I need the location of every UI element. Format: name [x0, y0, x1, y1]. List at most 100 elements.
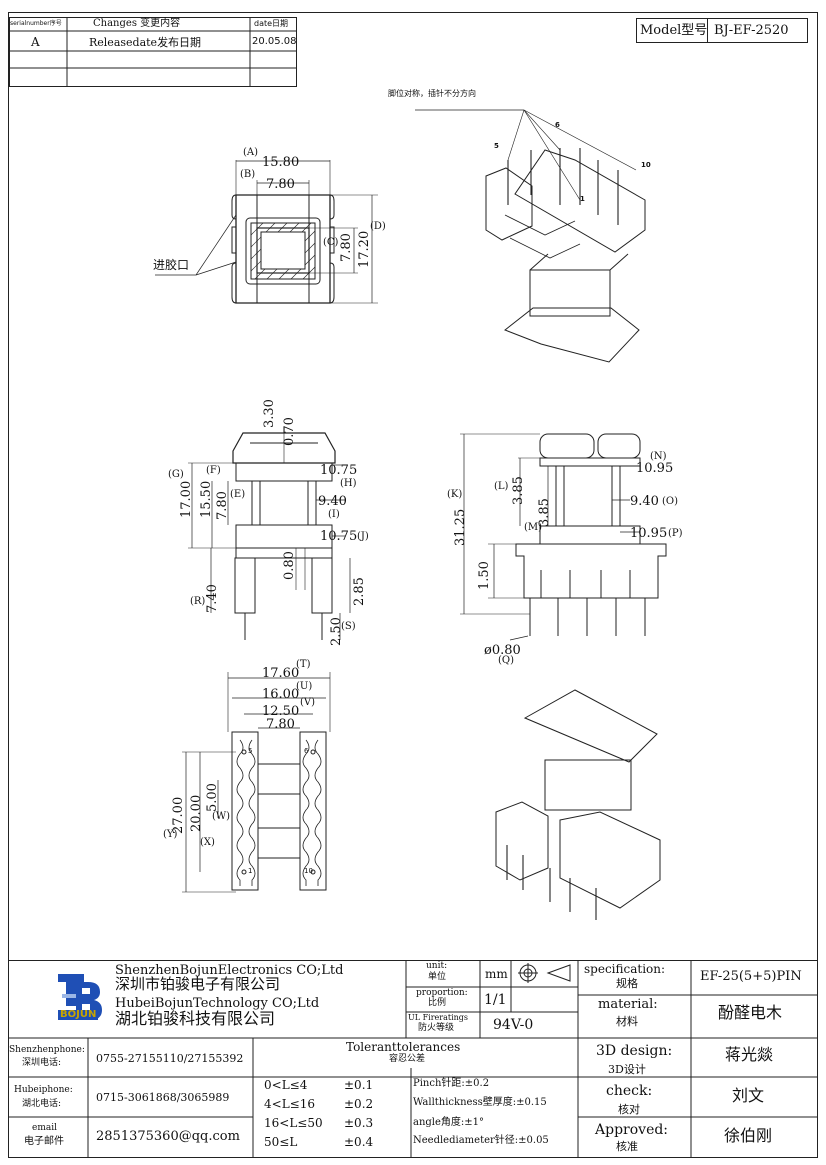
- spec-value: EF-25(5+5)PIN: [700, 969, 802, 984]
- tol-value-3: ±0.4: [344, 1135, 374, 1149]
- proportion-value: 1/1: [484, 992, 507, 1008]
- check-label-cn: 核对: [618, 1103, 640, 1116]
- approved-label-cn: 核准: [616, 1140, 638, 1153]
- material-label-cn: 材料: [616, 1015, 638, 1028]
- front-view: [188, 432, 351, 640]
- isometric-view-bottom: [495, 689, 661, 920]
- dim-7-80-front: 7.80: [215, 491, 230, 520]
- tol-pinch: Pinch针距:±0.2: [413, 1078, 490, 1089]
- bottom-view: [182, 672, 331, 893]
- dim-7-40: 7.40: [205, 584, 220, 613]
- design-label-cn: 3D设计: [608, 1063, 646, 1076]
- dim-10-75-top: 10.75: [320, 463, 358, 478]
- dim-label-I: (I): [328, 509, 340, 520]
- email-label-cn: 电子邮件: [24, 1136, 64, 1147]
- tol-range-1: 4<L≤16: [264, 1097, 315, 1111]
- ul-label: UL Fireratings: [408, 1013, 469, 1022]
- design-value: 蒋光燚: [725, 1045, 774, 1064]
- dim-15-50: 15.50: [199, 480, 214, 518]
- email-value: 2851375360@qq.com: [96, 1129, 240, 1144]
- dim-label-X: (X): [200, 837, 215, 848]
- dim-label-C: (C): [323, 237, 339, 248]
- drawing-frame: [8, 12, 818, 1158]
- dim-27-00: 27.00: [171, 796, 186, 834]
- model-value: BJ-EF-2520: [714, 23, 789, 38]
- proportion-label: proportion:: [416, 988, 468, 998]
- unit-label: unit:: [426, 961, 448, 971]
- technical-drawing: [155, 109, 667, 920]
- dim-1-50: 1.50: [477, 561, 492, 590]
- dim-20-00: 20.00: [189, 794, 204, 832]
- dim-label-H: (H): [340, 478, 357, 489]
- dim-label-O: (O): [662, 496, 679, 507]
- model-box: Model型号 BJ-EF-2520: [636, 18, 808, 43]
- sz-phone-value: 0755-27155110/27155392: [96, 1052, 244, 1065]
- title-block-grid: [8, 960, 818, 1158]
- tol-value-0: ±0.1: [344, 1078, 374, 1092]
- pin-label-5: 5: [248, 747, 253, 755]
- material-label: material:: [598, 997, 658, 1012]
- dim-label-Q: (Q): [498, 655, 515, 666]
- dim-label-V: (V): [300, 697, 316, 708]
- hb-phone-label: Hubeiphone:: [14, 1085, 73, 1095]
- dim-label-Y: (Y): [163, 829, 178, 840]
- tol-range-0: 0<L≤4: [264, 1078, 308, 1092]
- unit-label-cn: 单位: [428, 972, 447, 982]
- gate-label: 进胶口: [153, 258, 190, 272]
- approved-value: 徐伯刚: [724, 1126, 773, 1145]
- dim-label-U: (U): [296, 681, 313, 692]
- dim-label-B: (B): [240, 169, 256, 180]
- spec-label-cn: 规格: [616, 977, 638, 990]
- spec-label: specification:: [584, 962, 666, 976]
- company-cn-shenzhen: 深圳市铂骏电子有限公司: [115, 975, 281, 993]
- dim-label-T: (T): [296, 659, 311, 670]
- dim-label-L: (L): [494, 481, 509, 492]
- revision-date: 20.05.08: [252, 36, 297, 47]
- dim-label-G: (G): [168, 469, 184, 480]
- changes-header: Changes 变更内容: [93, 18, 181, 29]
- model-label: Model型号: [640, 23, 708, 38]
- dim-9-40-side: 9.40: [630, 494, 659, 509]
- company-logo: BOJUN: [58, 970, 102, 1022]
- logo-text: BOJUN: [58, 1009, 99, 1020]
- iso-pin-5: 5: [494, 142, 499, 150]
- dim-17-00: 17.00: [179, 480, 194, 518]
- pin-symmetry-note: 脚位对称，插针不分方向: [388, 89, 476, 98]
- dim-phi-0-80: ø0.80: [484, 643, 521, 658]
- dim-17-20: 17.20: [357, 230, 372, 268]
- pin-label-1: 1: [248, 867, 253, 875]
- dim-label-F: (F): [206, 465, 221, 476]
- pin-label-10: 10: [304, 867, 313, 875]
- unit-value: mm: [485, 967, 508, 981]
- title-block: BOJUN ShenzhenBojunElectronics CO;Ltd 深圳…: [8, 960, 818, 1158]
- tol-range-3: 50≤L: [264, 1135, 298, 1149]
- top-view: [155, 160, 378, 304]
- dim-0-80: 0.80: [282, 551, 297, 580]
- revision-table-grid: [9, 17, 297, 87]
- dim-label-N: (N): [650, 451, 667, 462]
- iso-pin-1: 1: [580, 195, 585, 203]
- dim-3-30: 3.30: [262, 399, 277, 428]
- dim-label-W: (W): [212, 811, 231, 822]
- dim-7-80: 7.80: [266, 177, 295, 192]
- pin-label-6: 6: [304, 747, 309, 755]
- dim-label-E: (E): [230, 489, 246, 500]
- approved-label: Approved:: [595, 1122, 669, 1138]
- check-value: 刘文: [732, 1086, 765, 1105]
- iso-pin-10: 10: [641, 161, 651, 169]
- dim-label-K: (K): [447, 489, 463, 500]
- dim-label-S: (S): [341, 621, 356, 632]
- iso-pin-6: 6: [555, 121, 560, 129]
- ul-value: 94V-0: [493, 1017, 534, 1033]
- tol-angle: angle角度:±1°: [413, 1117, 485, 1128]
- sz-phone-label: Shenzhenphone:: [9, 1045, 85, 1055]
- isometric-view-top: [415, 109, 646, 363]
- dim-7-80-bottom: 7.80: [266, 717, 295, 732]
- dim-7-80-vert: 7.80: [339, 233, 354, 262]
- company-en-hubei: HubeiBojunTechnology CO;Ltd: [115, 996, 320, 1011]
- date-header: date日期: [254, 19, 289, 28]
- tol-range-2: 16<L≤50: [264, 1116, 323, 1130]
- dim-10-95-bottom: 10.95: [630, 526, 668, 541]
- hb-phone-value: 0715-3061868/3065989: [96, 1091, 230, 1104]
- side-view: [460, 433, 667, 641]
